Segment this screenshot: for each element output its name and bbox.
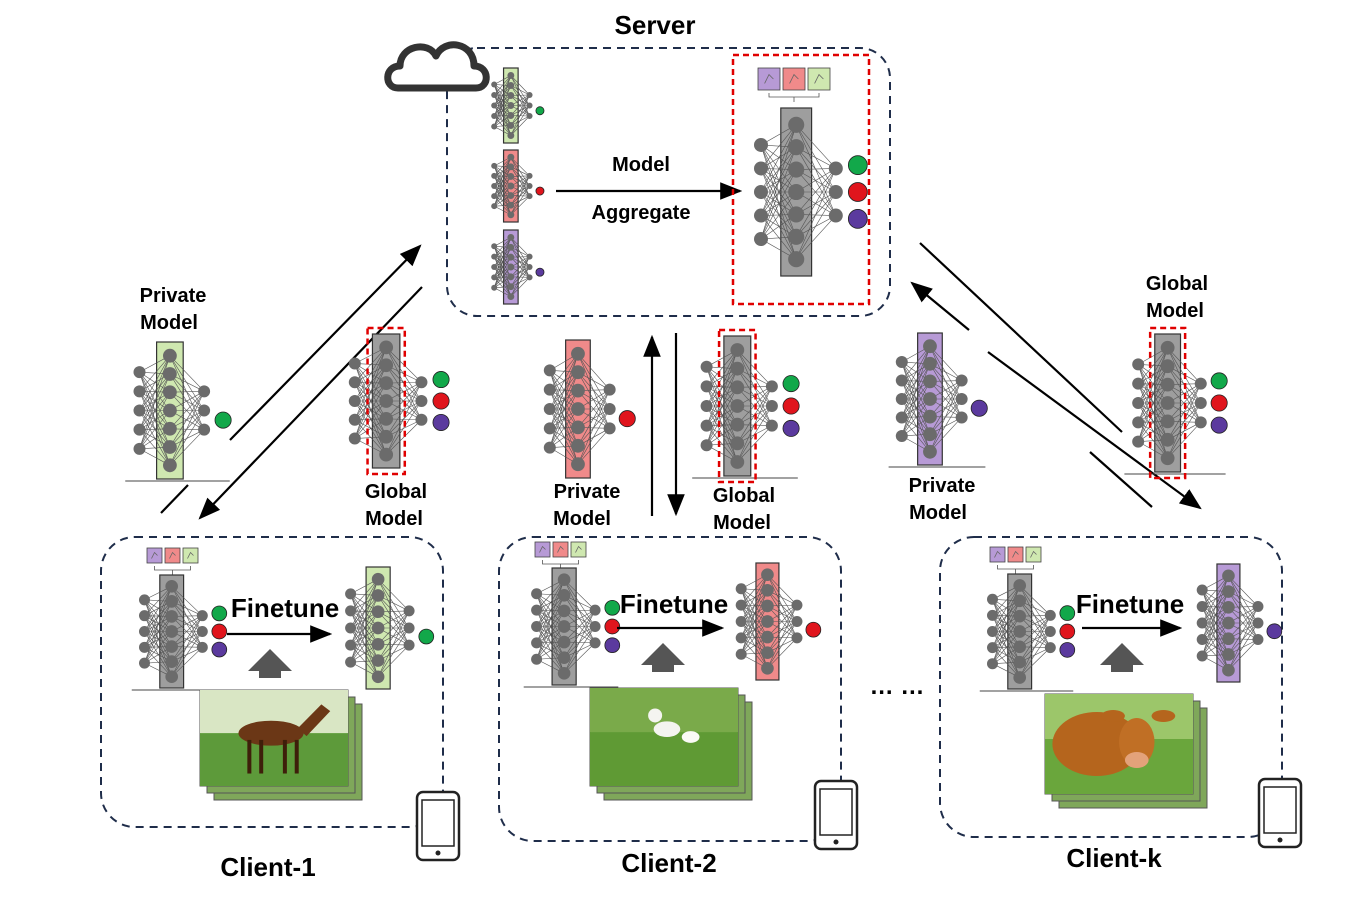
client-global-net [131,574,228,691]
cow-photo [1044,693,1208,809]
ellipsis: … … [870,673,925,700]
transferred-models [125,326,1228,484]
client-models-stack [491,67,831,305]
private-model-label-2b: Model [553,508,611,530]
global-model-k [1124,326,1228,480]
finetune-label-1: Finetune [231,593,339,623]
server-model-purple [491,229,545,305]
private-model-2 [543,339,636,479]
aggregate-label-line2: Aggregate [592,202,691,224]
finetune-label-2: Finetune [620,589,728,619]
client-prompt-tokens [146,547,199,575]
horse-photo [199,689,363,801]
global-model-label-ka: Global [1146,273,1208,295]
global-model-2 [692,328,800,484]
client-private-net [735,562,822,681]
global-model-label-1b: Model [365,508,423,530]
client-contents [131,541,1303,862]
client-prompt-tokens [534,541,587,569]
private-model-label-1a: Private [140,285,207,307]
client-2-content [523,541,859,851]
client-1-content [131,547,461,862]
private-model-k [888,332,988,468]
client-k-name: Client-k [1066,843,1162,873]
finetune-label-k: Finetune [1076,589,1184,619]
client-1-box [100,536,444,828]
cloud-icon [384,41,490,92]
global-model-label-1a: Global [365,481,427,503]
client-global-net [979,573,1076,692]
global-model-1 [348,326,450,476]
aggregate-label-line1: Model [612,154,670,176]
phone-icon [415,790,461,862]
client-prompt-tokens [989,546,1042,574]
client-1-name: Client-1 [220,852,315,882]
global-model-label-2b: Model [713,512,771,534]
client-private-net [1196,563,1283,683]
global-model-label-kb: Model [1146,300,1204,322]
client-global-net [523,567,621,688]
server-model-green [491,67,545,144]
private-model-label-kb: Model [909,502,967,524]
up-arrow-icon [1100,643,1144,672]
server-model-red [491,149,545,223]
client-2-name: Client-2 [621,848,716,878]
server-box [446,47,891,317]
goats-photo [589,687,753,801]
global-model-label-2a: Global [713,485,775,507]
up-arrow-icon [641,643,685,672]
private-model-1 [125,341,232,482]
phone-icon [1257,777,1303,849]
private-model-label-1b: Model [140,312,198,334]
private-model-label-2a: Private [554,481,621,503]
communication-arrows [160,242,1202,520]
aggregated-global-model [754,107,868,277]
up-arrow-icon [248,649,292,678]
aggregated-model-highlight [731,53,871,306]
client-k-box [939,536,1283,838]
client-3-content [979,546,1303,849]
aggregated-net [754,107,868,277]
private-model-label-ka: Private [909,475,976,497]
phone-icon [813,779,859,851]
server-title: Server [615,10,696,40]
server-prompt-tokens [757,67,831,102]
client-private-net [345,566,435,690]
